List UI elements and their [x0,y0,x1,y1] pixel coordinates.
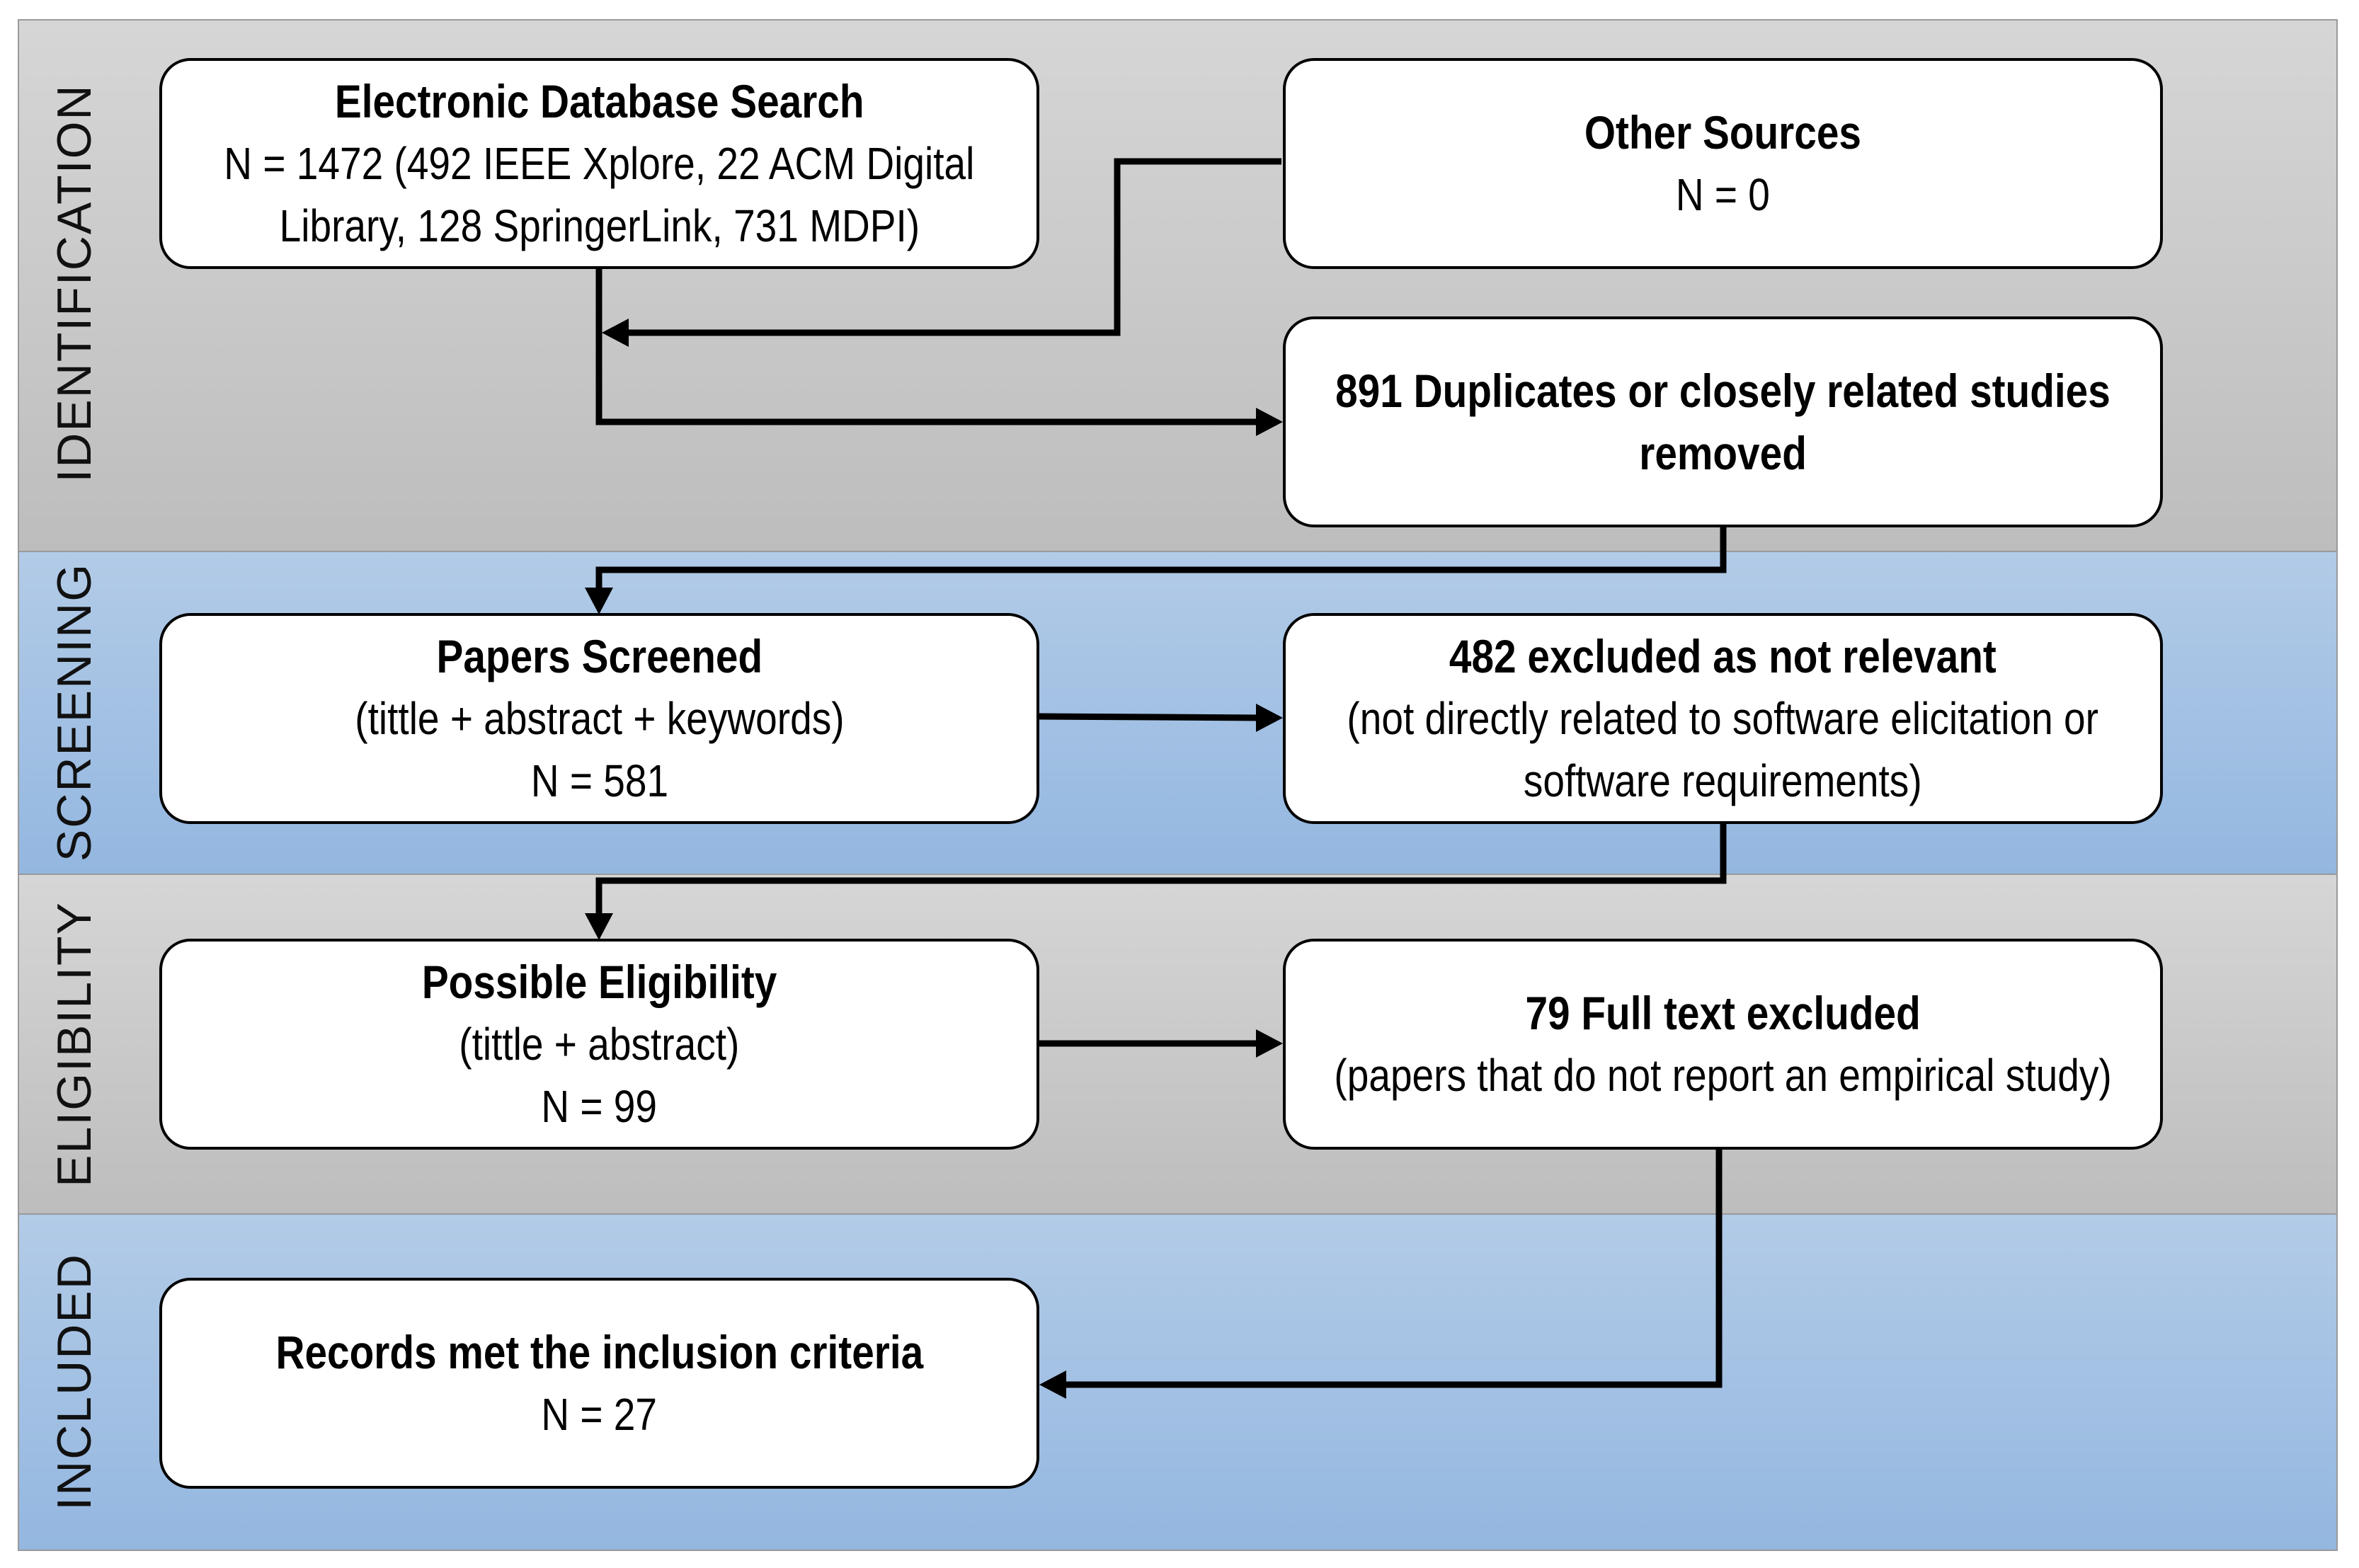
box-full-text-excluded: 79 Full text excluded (papers that do no… [1283,939,2163,1150]
box-title: 891 Duplicates or closely related studie… [1335,365,2110,417]
arrow-search-to-duplicates [595,269,1260,425]
box-other-sources: Other Sources N = 0 [1283,58,2163,269]
box-text: (papers that do not report an empirical … [1334,1050,2112,1101]
box-title: Possible Eligibility [421,956,777,1008]
arrow-duplicates-to-screened [595,527,1727,595]
arrowhead-eligibility [585,913,613,940]
arrowhead-included [1039,1370,1066,1399]
box-text: software requirements) [1524,755,1922,806]
box-electronic-database-search: Electronic Database Search N = 1472 (492… [159,58,1039,269]
arrow-screened-to-excluded [1038,713,1261,721]
box-text: N = 581 [530,755,668,806]
box-text: (tittle + abstract + keywords) [354,693,845,744]
arrowhead-other-sources [602,319,629,347]
box-text: (tittle + abstract) [459,1019,740,1070]
box-text: N = 99 [541,1081,658,1132]
box-duplicates-removed: 891 Duplicates or closely related studie… [1283,316,2163,527]
arrow-other-sources-to-search [623,158,1281,336]
arrowhead-screened [585,588,613,614]
box-title: 482 excluded as not relevant [1449,630,1997,682]
arrow-fulltext-to-included [1062,1150,1723,1388]
box-text: N = 1472 (492 IEEE Xplore, 22 ACM Digita… [224,138,975,189]
arrowhead-duplicates [1256,408,1283,436]
box-title: Electronic Database Search [334,75,864,127]
box-possible-eligibility: Possible Eligibility (tittle + abstract)… [159,939,1039,1150]
box-text: N = 0 [1675,169,1771,220]
arrowhead-fulltext [1256,1029,1283,1058]
box-title: 79 Full text excluded [1525,987,1921,1039]
box-text: Library, 128 SpringerLink, 731 MDPI) [279,200,920,251]
box-included-records: Records met the inclusion criteria N = 2… [159,1278,1039,1489]
arrow-excluded-to-eligibility [595,823,1727,920]
box-text: (not directly related to software elicit… [1347,693,2099,744]
box-text: N = 27 [541,1389,658,1440]
arrowhead-excluded [1256,704,1283,732]
box-title: Papers Screened [436,630,762,682]
box-title: Other Sources [1584,106,1862,159]
box-title: Records met the inclusion criteria [275,1326,923,1378]
box-papers-screened: Papers Screened (tittle + abstract + key… [159,613,1039,824]
box-title: removed [1639,427,1807,479]
box-excluded-not-relevant: 482 excluded as not relevant (not direct… [1283,613,2163,824]
